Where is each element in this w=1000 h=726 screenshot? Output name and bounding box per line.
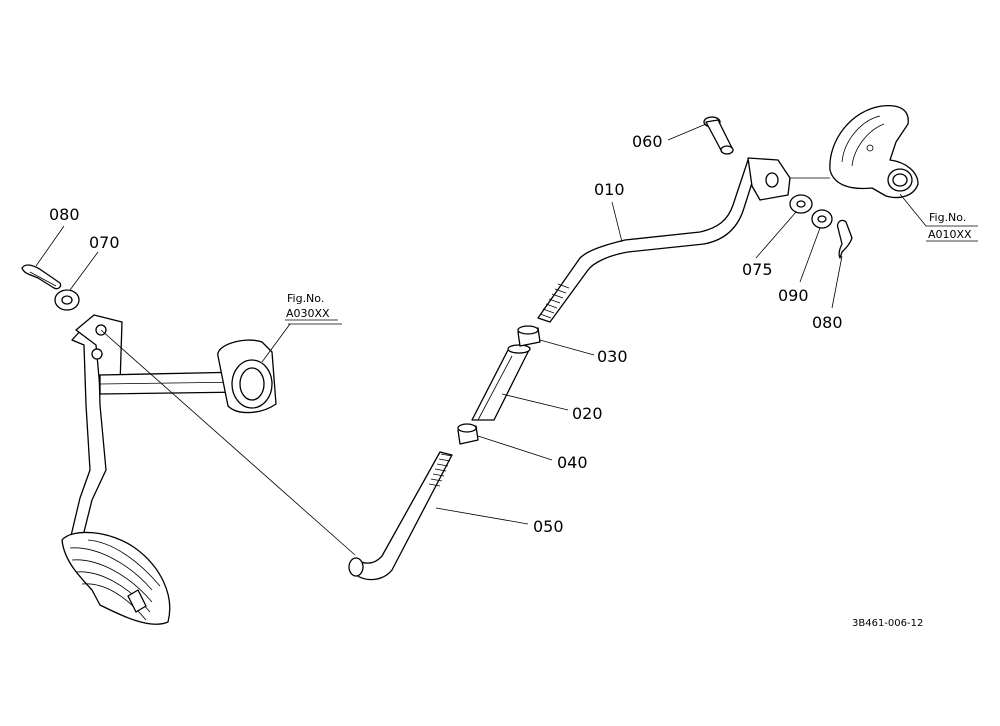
rod-010-thread xyxy=(539,283,570,319)
callout-090: 090 xyxy=(778,286,809,305)
brake-pedal xyxy=(61,314,277,625)
collar-030 xyxy=(517,325,541,347)
rod-050 xyxy=(348,451,453,581)
collar-040 xyxy=(457,423,479,445)
rod-010 xyxy=(537,157,830,323)
center-line xyxy=(100,329,356,556)
callout-070: 070 xyxy=(89,233,120,252)
figure-ref-left-label: Fig.No. xyxy=(287,292,324,305)
callout-075: 075 xyxy=(742,260,773,279)
callout-050: 050 xyxy=(533,517,564,536)
callout-060: 060 xyxy=(632,132,663,151)
washer-090 xyxy=(811,209,833,229)
callout-020: 020 xyxy=(572,404,603,423)
figure-ref-right-label: Fig.No. xyxy=(929,211,966,224)
clevis-pin-060 xyxy=(703,116,734,155)
callout-080-left: 080 xyxy=(49,205,80,224)
callout-030: 030 xyxy=(597,347,628,366)
washer-075 xyxy=(789,194,813,214)
callout-010: 010 xyxy=(594,180,625,199)
washer-070 xyxy=(54,289,80,311)
figure-ref-right-number: A010XX xyxy=(928,228,972,241)
callout-080-right: 080 xyxy=(812,313,843,332)
cotter-pin-080-right xyxy=(836,219,853,259)
leader-lines xyxy=(35,123,978,525)
rod-050-thread xyxy=(428,453,453,487)
cotter-pin-080-left xyxy=(21,264,62,290)
figure-ref-left-number: A030XX xyxy=(286,307,330,320)
tube-020 xyxy=(471,344,531,421)
document-id: 3B461-006-12 xyxy=(852,618,923,629)
brake-lever-plate xyxy=(829,104,919,199)
callout-040: 040 xyxy=(557,453,588,472)
